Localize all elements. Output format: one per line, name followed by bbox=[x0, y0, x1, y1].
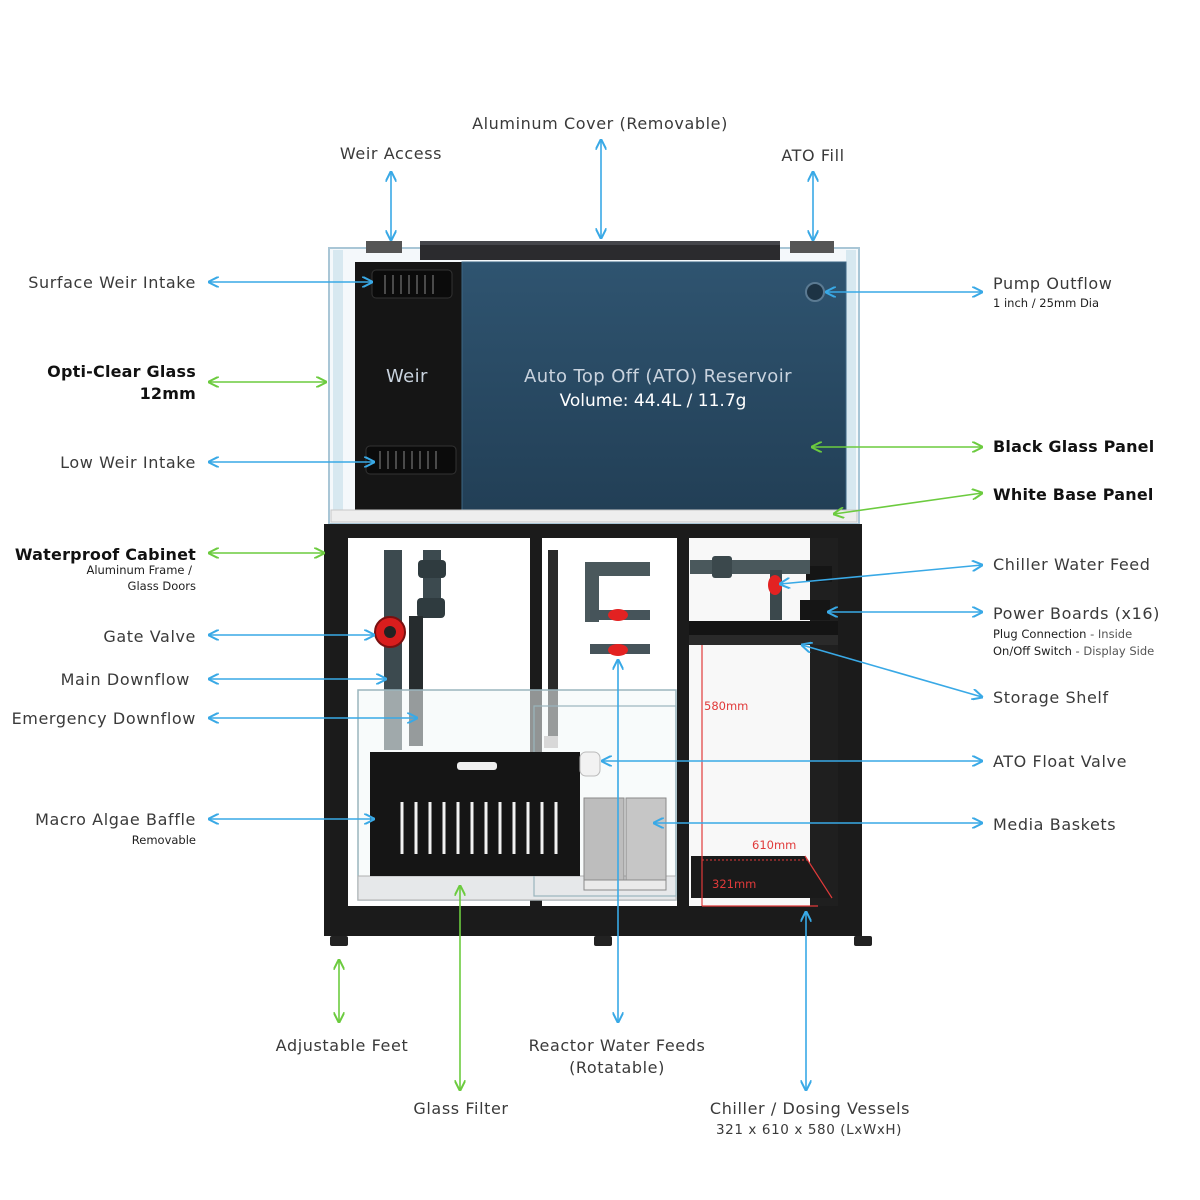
label-opti-clear-glass: Opti-Clear Glass bbox=[47, 362, 196, 381]
label-reactor-water-feeds: Reactor Water Feeds bbox=[528, 1036, 706, 1055]
cabinet bbox=[324, 524, 872, 946]
label-chiller-dosing-dims: 321 x 610 x 580 (LxWxH) bbox=[715, 1122, 903, 1138]
dimension-lines bbox=[701, 645, 833, 907]
aluminum-cover bbox=[420, 241, 780, 260]
reactor-valve bbox=[608, 644, 628, 656]
label-onoff-switch: On/Off Switch - Display Side bbox=[993, 644, 1155, 658]
label-power-boards: Power Boards (x16) bbox=[993, 604, 1161, 623]
ato-reservoir bbox=[462, 262, 846, 510]
glass-filter bbox=[357, 689, 677, 901]
label-pump-outflow: Pump Outflow bbox=[993, 274, 1113, 293]
label-chiller-water-feed: Chiller Water Feed bbox=[993, 555, 1151, 574]
display-tank bbox=[328, 241, 860, 525]
media-basket bbox=[625, 797, 667, 891]
label-ato-float-valve: ATO Float Valve bbox=[993, 752, 1128, 771]
label-reactor-sub: (Rotatable) bbox=[569, 1058, 665, 1077]
white-base-panel bbox=[330, 509, 858, 523]
macro-algae-baffle bbox=[370, 752, 580, 876]
label-plug-connection: Plug Connection - Inside bbox=[993, 627, 1133, 641]
label-ato-fill: ATO Fill bbox=[781, 146, 845, 165]
chiller-valve bbox=[768, 575, 782, 595]
reservoir-label: Auto Top Off (ATO) Reservoir bbox=[524, 366, 792, 387]
ato-fill-cap bbox=[790, 241, 834, 253]
storage-shelf bbox=[689, 621, 838, 635]
blue-arrows bbox=[209, 140, 982, 1090]
label-chiller-dosing: Chiller / Dosing Vessels bbox=[709, 1099, 911, 1118]
label-main-downflow: Main Downflow bbox=[60, 670, 190, 689]
weir-label: Weir bbox=[386, 366, 428, 387]
label-waterproof-sub-2: Glass Doors bbox=[127, 579, 196, 593]
pump-outflow-nozzle bbox=[805, 282, 825, 302]
label-emergency-downflow: Emergency Downflow bbox=[11, 709, 196, 728]
dimension-width: 610mm bbox=[752, 838, 797, 852]
label-surface-weir-intake: Surface Weir Intake bbox=[28, 273, 196, 292]
label-media-baskets: Media Baskets bbox=[993, 815, 1117, 834]
label-macro-algae-baffle: Macro Algae Baffle bbox=[35, 810, 196, 829]
label-black-glass-panel: Black Glass Panel bbox=[993, 437, 1155, 456]
adjustable-foot bbox=[854, 936, 872, 946]
label-waterproof-sub-1: Aluminum Frame / bbox=[86, 563, 192, 577]
adjustable-foot bbox=[594, 936, 612, 946]
reservoir-volume: Volume: 44.4L / 11.7g bbox=[559, 391, 747, 411]
label-white-base-panel: White Base Panel bbox=[993, 485, 1154, 504]
reactor-valve bbox=[608, 609, 628, 621]
label-waterproof-cabinet: Waterproof Cabinet bbox=[14, 545, 196, 564]
label-weir-access: Weir Access bbox=[339, 144, 443, 163]
label-gate-valve: Gate Valve bbox=[103, 627, 196, 646]
dimension-length: 321mm bbox=[712, 877, 757, 891]
label-pump-outflow-sub: 1 inch / 25mm Dia bbox=[993, 296, 1100, 310]
adjustable-foot bbox=[330, 936, 348, 946]
weir-access-cap bbox=[366, 241, 402, 253]
label-storage-shelf: Storage Shelf bbox=[993, 688, 1109, 707]
label-macro-algae-sub: Removable bbox=[131, 833, 196, 847]
label-aluminum-cover: Aluminum Cover (Removable) bbox=[472, 114, 728, 133]
green-arrows bbox=[209, 382, 982, 1090]
label-low-weir-intake: Low Weir Intake bbox=[60, 453, 196, 472]
power-board bbox=[800, 600, 830, 620]
label-adjustable-feet: Adjustable Feet bbox=[275, 1036, 409, 1055]
ato-float-valve bbox=[579, 751, 601, 777]
label-glass-filter: Glass Filter bbox=[413, 1099, 509, 1118]
label-opti-clear-thickness: 12mm bbox=[139, 384, 196, 403]
dimension-height: 580mm bbox=[704, 699, 749, 713]
